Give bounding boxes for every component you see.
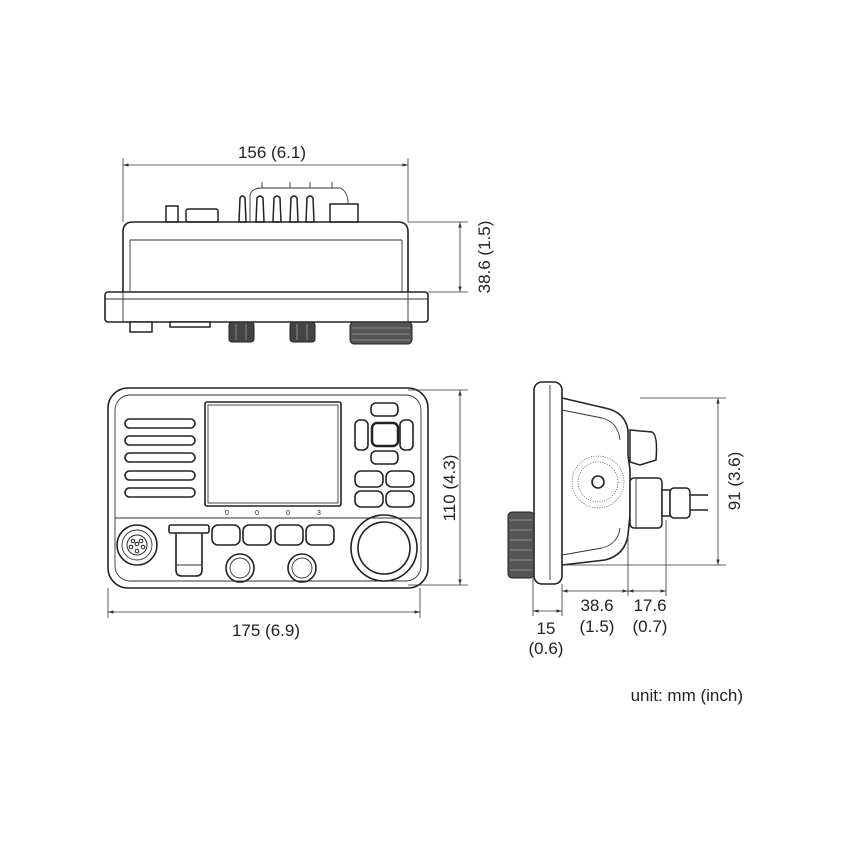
dpad-up-button[interactable] <box>370 402 399 417</box>
dpad-right-button[interactable] <box>399 419 414 451</box>
front-view: 0 0 0 3 <box>107 387 468 640</box>
channel-dial[interactable] <box>350 514 418 582</box>
softkey-mark: 0 <box>255 510 259 517</box>
top-depth-label: 38.6 (1.5) <box>475 221 494 294</box>
dpad-left-button[interactable] <box>354 419 369 451</box>
heat-sink-fins <box>238 195 315 223</box>
softkey-mark: 0 <box>225 510 229 517</box>
mic-hanger <box>168 524 210 577</box>
softkey-4[interactable] <box>305 524 335 546</box>
top-plug <box>329 203 359 223</box>
side-height-label: 91 (3.6) <box>725 452 744 511</box>
side-front-panel <box>533 381 563 585</box>
top-view-flange <box>104 291 429 323</box>
side-body-mm: 38.6 <box>580 596 613 615</box>
directional-pad <box>354 402 414 465</box>
dpad-center-button[interactable] <box>370 421 400 448</box>
front-height-label: 110 (4.3) <box>440 455 459 522</box>
rear-connector <box>129 321 153 333</box>
softkey-2[interactable] <box>242 524 272 546</box>
volume-knob[interactable] <box>225 553 255 583</box>
side-bracket-clip <box>629 429 658 466</box>
side-knob-in: (0.6) <box>529 639 564 658</box>
side-view: 91 (3.6) 38.6 (1.5) 17.6 (0.7) 15 (0.6) <box>507 381 744 658</box>
top-view: 156 (6.1) <box>104 143 494 345</box>
dpad-down-button[interactable] <box>370 450 399 465</box>
top-knob-1 <box>228 321 255 343</box>
top-knob-2 <box>289 321 316 343</box>
side-body <box>561 397 631 566</box>
front-width-label: 175 (6.9) <box>232 621 300 640</box>
antenna-post <box>165 205 179 223</box>
cable-gland <box>629 477 663 529</box>
display-screen <box>204 401 342 507</box>
function-button[interactable] <box>354 490 384 508</box>
front-panel-outline <box>107 387 429 589</box>
top-main-dial <box>349 321 413 345</box>
top-width-label: 156 (6.1) <box>238 143 306 162</box>
side-gland-in: (0.7) <box>633 617 668 636</box>
top-connector <box>185 208 219 223</box>
side-dial <box>507 511 535 579</box>
function-button[interactable] <box>354 470 384 488</box>
top-view-body <box>122 221 409 292</box>
function-button[interactable] <box>385 490 415 508</box>
softkey-3[interactable] <box>274 524 304 546</box>
softkey-mark: 3 <box>317 510 321 517</box>
function-button[interactable] <box>385 470 415 488</box>
speaker-grille <box>124 418 196 498</box>
softkey-1[interactable] <box>211 524 241 546</box>
side-knob-mm: 15 <box>537 619 556 638</box>
squelch-knob[interactable] <box>287 553 317 583</box>
side-body-in: (1.5) <box>580 617 615 636</box>
mounting-knob <box>571 455 625 509</box>
unit-note: unit: mm (inch) <box>631 686 743 705</box>
mic-connector <box>116 524 158 566</box>
side-gland-mm: 17.6 <box>633 596 666 615</box>
softkey-mark: 0 <box>286 510 290 517</box>
